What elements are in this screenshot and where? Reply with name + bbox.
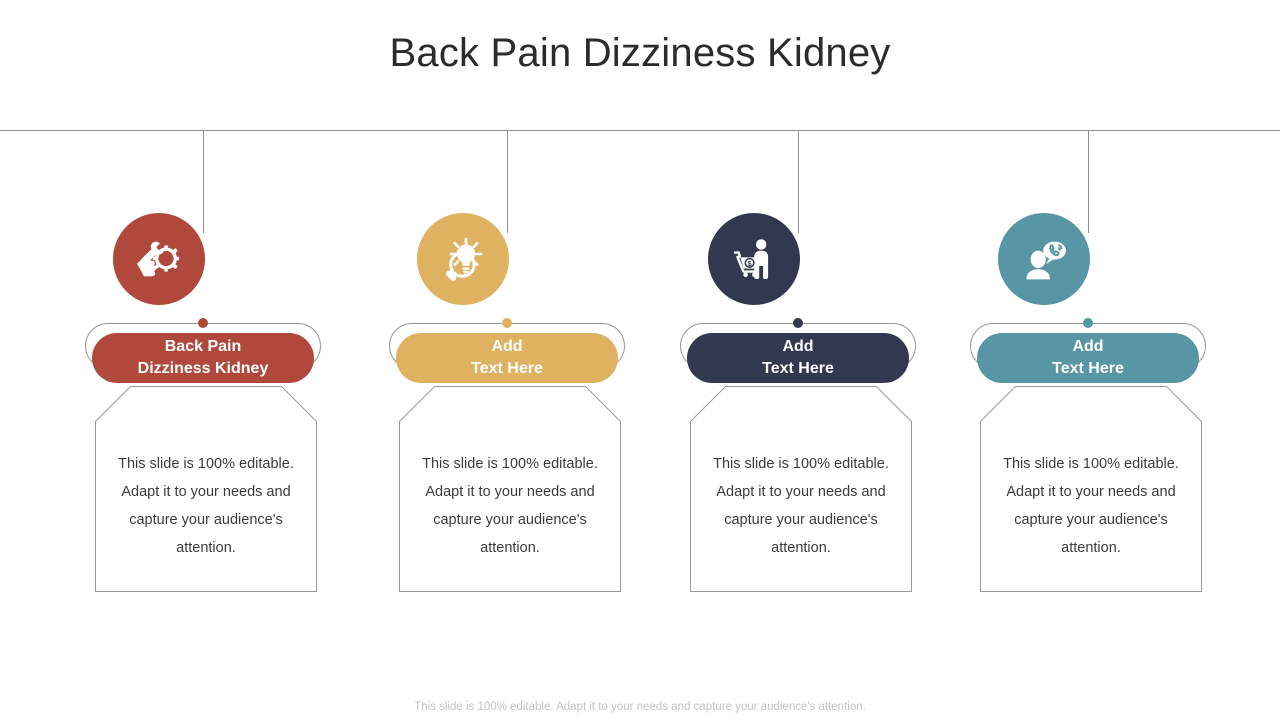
pill-connector-dot	[793, 318, 803, 328]
connector-line	[507, 130, 508, 233]
card-outline	[690, 386, 912, 592]
body-card-1[interactable]: This slide is 100% editable. Adapt it to…	[95, 386, 317, 592]
card-outline	[95, 386, 317, 592]
person-phone-speech-bubble-icon	[1018, 233, 1070, 285]
column-1[interactable]: Back Pain Dizziness Kidney This slide is…	[59, 130, 349, 610]
connector-line	[798, 130, 799, 233]
label-pill-2[interactable]: Add Text Here	[389, 317, 627, 383]
icon-circle-4[interactable]	[998, 213, 1090, 305]
pill-label-line1: Add	[782, 338, 814, 355]
top-divider-rail	[0, 130, 1280, 131]
body-text: This slide is 100% editable. Adapt it to…	[118, 456, 294, 556]
body-card-4[interactable]: This slide is 100% editable. Adapt it to…	[980, 386, 1202, 592]
body-text: This slide is 100% editable. Adapt it to…	[1003, 456, 1179, 556]
body-text: This slide is 100% editable. Adapt it to…	[713, 456, 889, 556]
body-card-3[interactable]: This slide is 100% editable. Adapt it to…	[690, 386, 912, 592]
pill-connector-dot	[1083, 318, 1093, 328]
icon-circle-1[interactable]	[113, 213, 205, 305]
hand-holding-wrench-gear-icon	[133, 233, 185, 285]
pill-connector-dot	[502, 318, 512, 328]
pill-label-line2: Text Here	[1052, 360, 1124, 377]
pill-connector-dot	[198, 318, 208, 328]
label-pill-4[interactable]: Add Text Here	[970, 317, 1208, 383]
pill-label-line2: Dizziness Kidney	[137, 360, 269, 377]
pill-body[interactable]: Back Pain Dizziness Kidney	[92, 333, 314, 383]
label-pill-1[interactable]: Back Pain Dizziness Kidney	[85, 317, 323, 383]
label-pill-3[interactable]: Add Text Here	[680, 317, 918, 383]
lightbulb-magnifier-icon	[437, 233, 489, 285]
card-outline	[399, 386, 621, 592]
pill-label-line1: Add	[491, 338, 523, 355]
columns-container: Back Pain Dizziness Kidney This slide is…	[0, 130, 1280, 610]
card-outline	[980, 386, 1202, 592]
pill-body[interactable]: Add Text Here	[687, 333, 909, 383]
pill-body[interactable]: Add Text Here	[977, 333, 1199, 383]
footer-note: This slide is 100% editable. Adapt it to…	[414, 701, 866, 713]
pill-label-line2: Text Here	[471, 360, 543, 377]
column-2[interactable]: Add Text Here This slide is 100% editabl…	[363, 130, 653, 610]
column-3[interactable]: $ Add Text Here This slide is 100% edita…	[654, 130, 944, 610]
pill-label-line1: Add	[1072, 338, 1104, 355]
connector-line	[203, 130, 204, 233]
pill-body[interactable]: Add Text Here	[396, 333, 618, 383]
pill-label-line2: Text Here	[762, 360, 834, 377]
page-title: Back Pain Dizziness Kidney	[389, 31, 891, 75]
body-text: This slide is 100% editable. Adapt it to…	[422, 456, 598, 556]
svg-text:$: $	[748, 259, 752, 268]
icon-circle-3[interactable]: $	[708, 213, 800, 305]
column-4[interactable]: Add Text Here This slide is 100% editabl…	[944, 130, 1234, 610]
icon-circle-2[interactable]	[417, 213, 509, 305]
connector-line	[1088, 130, 1089, 233]
body-card-2[interactable]: This slide is 100% editable. Adapt it to…	[399, 386, 621, 592]
pill-label-line1: Back Pain	[164, 338, 242, 355]
person-shopping-cart-dollar-icon: $	[728, 233, 780, 285]
